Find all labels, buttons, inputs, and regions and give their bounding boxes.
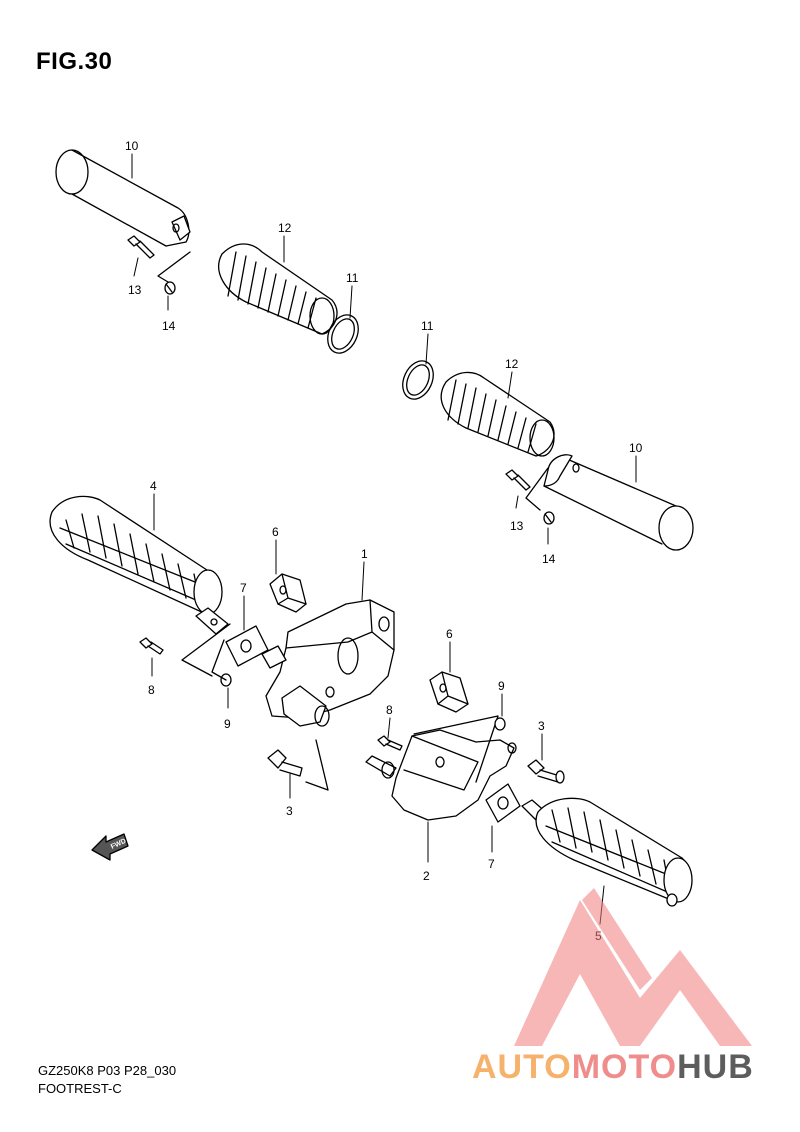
leader-4-bracket <box>181 623 231 677</box>
figure-title: FIG.30 <box>36 48 113 75</box>
leader-10a-bracket <box>157 251 191 283</box>
part-14-washer-left <box>164 281 176 295</box>
callout-8-right: 8 <box>386 703 393 717</box>
part-3-bolt-right <box>527 759 565 784</box>
callout-14-right: 14 <box>542 552 556 566</box>
callout-3-right: 3 <box>538 719 545 733</box>
fwd-arrow-icon: FWD <box>91 833 129 861</box>
part-8-pin-right <box>377 735 403 751</box>
callout-11-right: 11 <box>421 319 434 333</box>
part-7-washer-left <box>225 625 269 667</box>
part-14-washer-right <box>543 511 555 525</box>
part-10-footrest-bar-left <box>55 149 191 247</box>
watermark-text-hub: HUB <box>677 1048 754 1086</box>
leader-2-bracket <box>413 715 499 783</box>
model-code: GZ250K8 P03 P28_030 <box>38 1063 177 1078</box>
watermark-text-moto: MOTO <box>571 1048 678 1086</box>
callout-3-left: 3 <box>286 804 293 818</box>
part-5-footpeg-right <box>521 797 693 907</box>
callout-12-left: 12 <box>278 221 292 235</box>
callout-14-left: 14 <box>162 319 176 333</box>
leader-7a-bracket <box>211 639 227 681</box>
part-6-clip-upper <box>269 573 307 613</box>
callout-7-right: 7 <box>488 857 495 871</box>
callout-4: 4 <box>150 479 157 493</box>
part-6-clip-lower <box>429 671 469 713</box>
footer-info: GZ250K8 P03 P28_030 FOOTREST-C <box>38 1062 176 1098</box>
callout-13-left: 13 <box>128 283 142 297</box>
part-7-washer-right <box>485 783 521 823</box>
watermark-logo <box>514 888 752 1046</box>
part-12-rubber-left <box>218 243 338 335</box>
leader-lines <box>131 153 637 925</box>
callout-7-left: 7 <box>240 581 247 595</box>
part-11-ring-left <box>327 314 359 354</box>
part-13-bolt-right <box>505 469 531 491</box>
callout-13-right: 13 <box>510 519 524 533</box>
part-10-footrest-bar-right <box>543 454 694 551</box>
callout-10-left: 10 <box>125 139 139 153</box>
part-3-bolt-left <box>267 749 303 777</box>
part-12-rubber-right <box>440 371 555 457</box>
watermark-text-auto: AUTO <box>472 1048 572 1086</box>
callout-8-left: 8 <box>148 683 155 697</box>
leader-10b-bracket <box>525 467 549 511</box>
watermark-triangle-icon <box>514 888 752 1046</box>
watermark-text: AUTOMOTOHUB <box>472 1048 754 1087</box>
callout-6-upper: 6 <box>272 525 279 539</box>
callout-9-right: 9 <box>498 679 505 693</box>
leader-1-bracket <box>305 739 329 791</box>
callout-1: 1 <box>361 547 368 561</box>
callout-9-left: 9 <box>224 717 231 731</box>
part-2-bracket-right <box>365 729 517 821</box>
callout-11-left: 11 <box>346 271 359 285</box>
callout-12-right: 12 <box>505 357 519 371</box>
callout-2: 2 <box>423 869 430 883</box>
part-1-bracket-left <box>261 599 395 727</box>
part-13-bolt-left <box>127 235 155 259</box>
callout-6-lower: 6 <box>446 627 453 641</box>
part-4-footpeg-left <box>49 495 229 635</box>
part-11-ring-right <box>402 360 434 400</box>
callout-10-right: 10 <box>629 441 643 455</box>
section-name: FOOTREST-C <box>38 1081 122 1096</box>
part-8-pin-left <box>139 637 164 655</box>
part-9-cotter-right <box>494 717 506 731</box>
